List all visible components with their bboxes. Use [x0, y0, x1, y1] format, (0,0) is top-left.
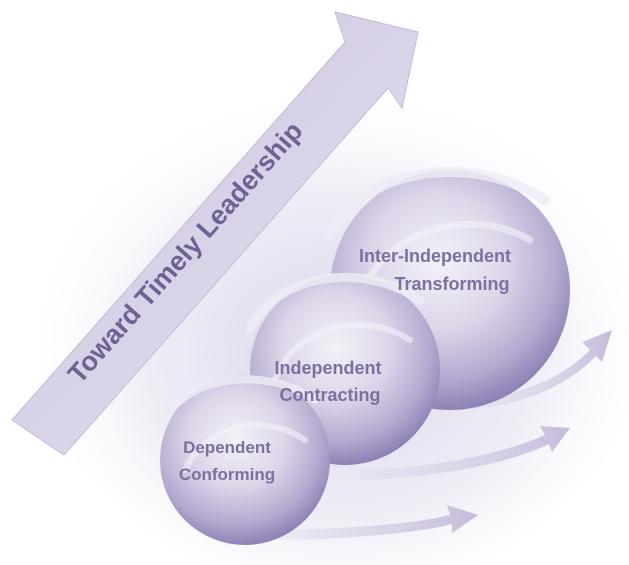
stage-label-conforming: Dependent Conforming [179, 438, 275, 484]
stage-label-line1: Independent [275, 358, 382, 378]
sphere-conforming [156, 375, 330, 545]
stage-label-line1: Inter-Independent [359, 246, 511, 266]
banner-arrow-shape [11, 11, 419, 456]
stage-label-line2: Conforming [179, 465, 275, 484]
stage-label-line2: Transforming [394, 274, 509, 294]
stage-label-line2: Contracting [280, 385, 381, 405]
arrow-contracting [360, 426, 570, 480]
stage-label-transforming: Inter-Independent Transforming [359, 246, 511, 294]
stage-label-contracting: Independent Contracting [275, 358, 382, 405]
arrow-conforming [260, 505, 478, 540]
stage-label-line1: Dependent [183, 438, 271, 457]
